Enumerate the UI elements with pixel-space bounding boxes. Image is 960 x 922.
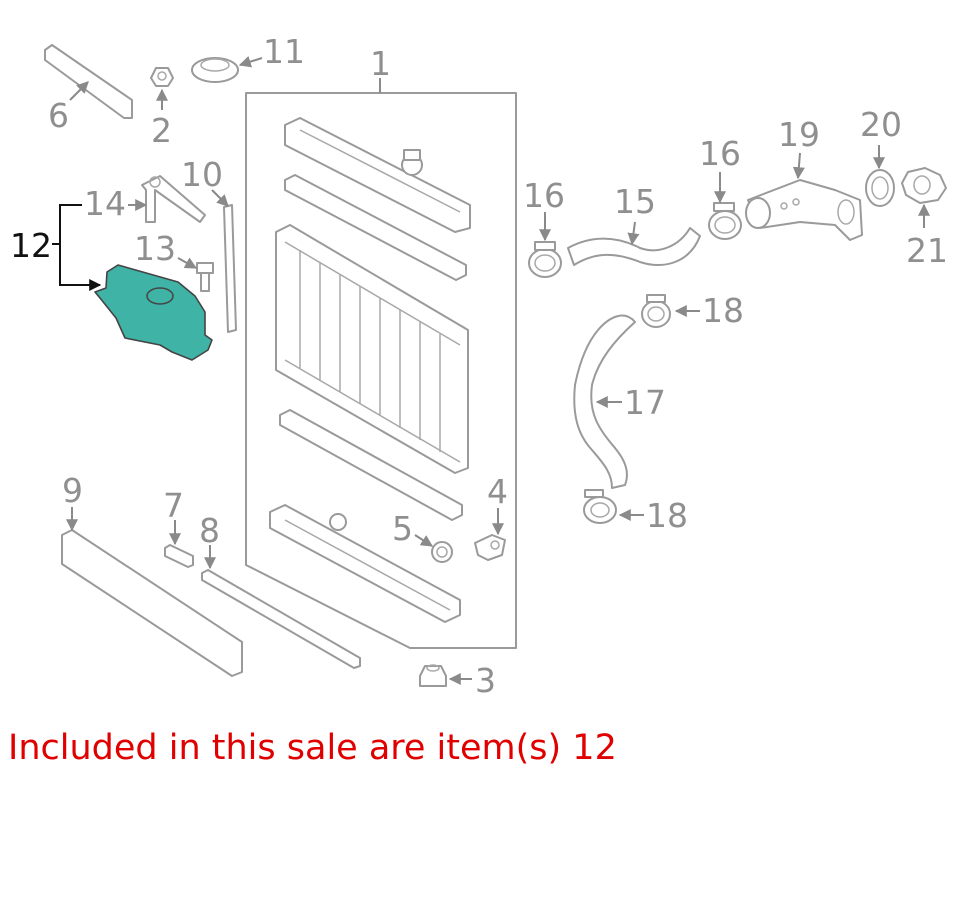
callout-16-right: 16 bbox=[699, 134, 741, 173]
callout-14: 14 bbox=[84, 184, 126, 223]
drain-plug-part bbox=[431, 541, 453, 563]
reservoir-cap-detail bbox=[146, 287, 174, 305]
side-seal-part bbox=[223, 204, 237, 333]
callout-3: 3 bbox=[475, 661, 496, 700]
water-inlet-pipe-part bbox=[745, 179, 863, 241]
thermostat-gasket-part bbox=[865, 169, 895, 207]
radiator-upper-seal bbox=[284, 174, 467, 281]
callout-19: 19 bbox=[778, 115, 820, 154]
radiator-upper-tank bbox=[284, 117, 471, 233]
hose-clamp-upper-part bbox=[641, 294, 671, 328]
callout-18-lower: 18 bbox=[646, 496, 688, 535]
radiator-lower-seal bbox=[279, 409, 463, 521]
radiator-assembly-frame bbox=[245, 92, 517, 649]
hose-clamp-right-part bbox=[708, 202, 742, 240]
radiator-lower-tank bbox=[269, 504, 461, 623]
hose-clamp-lower-part bbox=[583, 489, 617, 524]
callout-16-left: 16 bbox=[523, 176, 565, 215]
callout-18-upper: 18 bbox=[702, 291, 744, 330]
cap-nut-part bbox=[150, 67, 174, 87]
radiator-cap-part bbox=[191, 57, 239, 83]
hose-clamp-left-part bbox=[528, 241, 562, 278]
callout-9: 9 bbox=[62, 471, 83, 510]
thermostat-part bbox=[901, 167, 947, 204]
coolant-reservoir-part bbox=[94, 264, 213, 361]
drain-cock-part bbox=[474, 534, 506, 561]
sale-note: Included in this sale are item(s) 12 bbox=[8, 728, 617, 768]
upper-radiator-hose-part bbox=[567, 227, 701, 266]
lower-mount-cushion-part bbox=[419, 664, 447, 687]
callout-5: 5 bbox=[392, 509, 413, 548]
callout-20: 20 bbox=[860, 105, 902, 144]
callout-15: 15 bbox=[614, 182, 656, 221]
callout-6: 6 bbox=[48, 96, 69, 135]
callout-10: 10 bbox=[181, 155, 223, 194]
callout-1: 1 bbox=[370, 44, 391, 83]
lower-radiator-hose-part bbox=[573, 314, 636, 489]
callout-8: 8 bbox=[199, 511, 220, 550]
callout-11: 11 bbox=[263, 32, 305, 71]
callout-2: 2 bbox=[151, 111, 172, 150]
callout-7: 7 bbox=[163, 486, 184, 525]
callout-12: 12 bbox=[10, 226, 52, 265]
callout-21: 21 bbox=[906, 231, 948, 270]
radiator-core bbox=[275, 224, 469, 474]
bolt-part bbox=[196, 262, 214, 292]
parts-diagram: 1 2 3 4 5 6 7 8 9 10 11 12 13 14 15 16 1… bbox=[10, 32, 948, 700]
clip-part bbox=[164, 544, 194, 568]
callout-4: 4 bbox=[487, 472, 508, 511]
lower-support-strip-part bbox=[61, 529, 243, 677]
seal-strip-part bbox=[201, 569, 361, 669]
callout-13: 13 bbox=[134, 229, 176, 268]
callout-17: 17 bbox=[624, 383, 666, 422]
